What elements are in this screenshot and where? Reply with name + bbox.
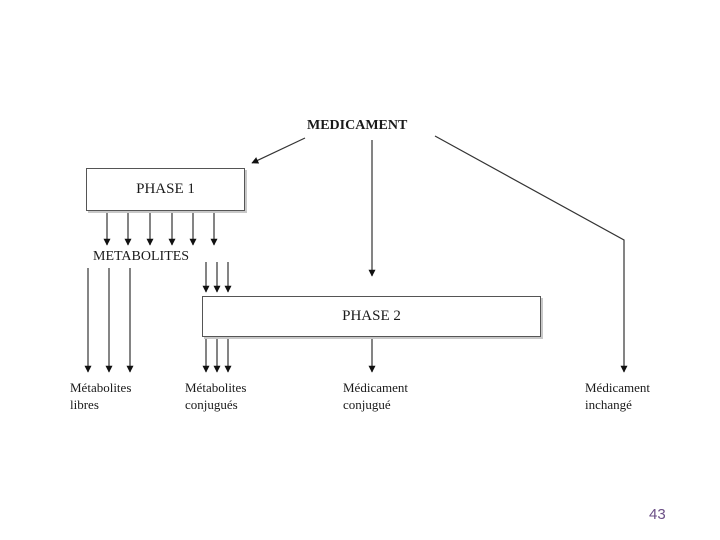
page-number: 43 [649, 506, 666, 523]
metabolites-label: METABOLITES [93, 249, 190, 264]
outcome-conjugated-metabolites: Métabolites conjugués [185, 380, 247, 412]
arrow-drug-unchanged [434, 135, 628, 373]
phase2-box: PHASE 2 [202, 296, 541, 337]
arrow-drug-to-phase1 [251, 137, 306, 164]
phase1-box: PHASE 1 [86, 168, 245, 211]
outcome-unchanged-drug: Médicament inchangé [585, 380, 650, 412]
drug-label: MEDICAMENT [307, 118, 408, 133]
phase1-label: PHASE 1 [136, 181, 195, 197]
outcome-free-metabolites: Métabolites libres [70, 380, 132, 412]
phase2-label: PHASE 2 [342, 308, 401, 324]
outcome-conjugated-drug: Médicament conjugué [343, 380, 408, 412]
